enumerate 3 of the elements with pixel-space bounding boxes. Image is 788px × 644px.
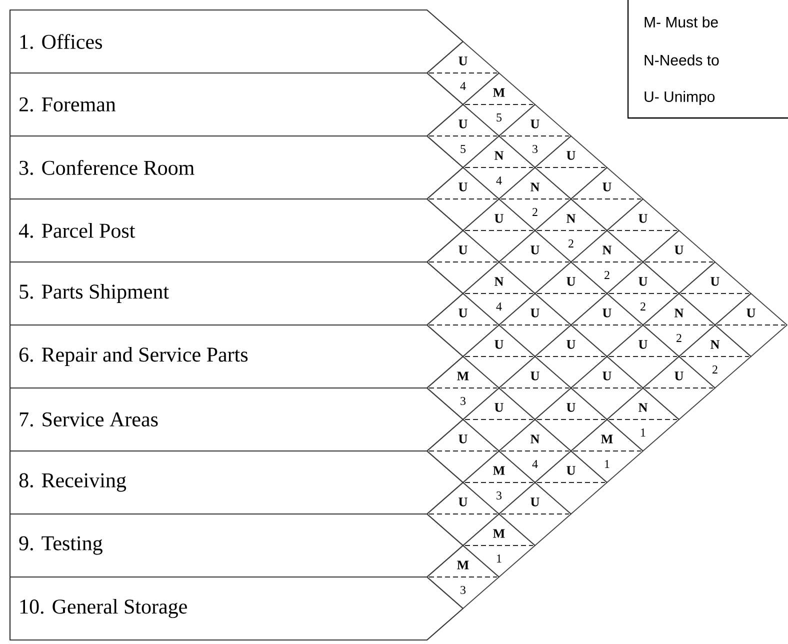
legend-text: M- Must be [644, 16, 718, 28]
legend-text: U- Unimpo [644, 91, 715, 105]
legend-text: N-Needs to [644, 54, 719, 66]
